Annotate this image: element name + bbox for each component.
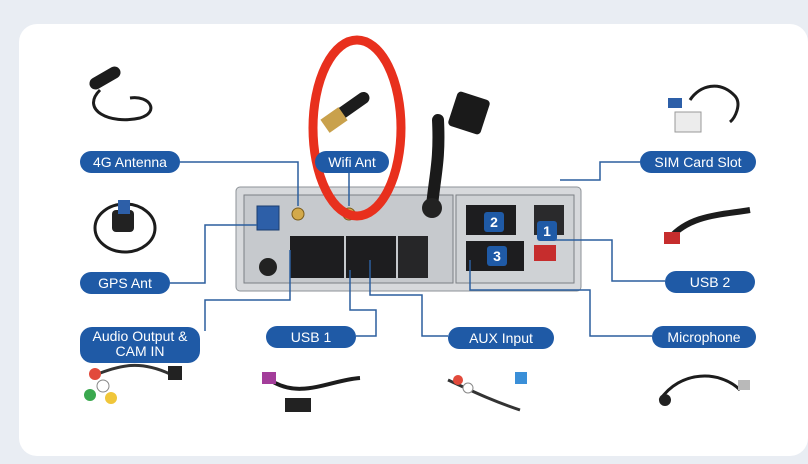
highlight-ring	[308, 35, 406, 221]
connector-number-3: 3	[487, 246, 507, 266]
usb1-cable-picture	[262, 372, 361, 412]
label-microphone: Microphone	[652, 326, 756, 348]
leader-lines	[170, 161, 665, 337]
label-4g-antenna: 4G Antenna	[80, 151, 180, 173]
gps-antenna-picture	[93, 200, 157, 254]
microphone-picture	[658, 374, 750, 406]
4g-antenna-picture	[89, 66, 153, 122]
sim-card-slot-picture	[668, 84, 740, 133]
label-wifi-ant: Wifi Ant	[315, 151, 389, 173]
label-gps-ant: GPS Ant	[80, 272, 170, 294]
connector-number-2: 2	[484, 212, 504, 232]
hdmi-cable	[422, 91, 490, 218]
head-unit-rear-panel	[235, 186, 582, 292]
label-aux-input: AUX Input	[448, 327, 554, 349]
connector-number-1: 1	[537, 221, 557, 241]
label-audio-output-cam-in: Audio Output & CAM IN	[80, 327, 200, 363]
label-sim-card-slot: SIM Card Slot	[640, 151, 756, 173]
usb2-cable-picture	[664, 207, 751, 244]
audio-output-picture	[84, 363, 182, 404]
aux-input-picture	[447, 372, 527, 412]
label-usb1: USB 1	[266, 326, 356, 348]
label-usb2: USB 2	[665, 271, 755, 293]
wifi-antenna-picture	[320, 91, 370, 133]
